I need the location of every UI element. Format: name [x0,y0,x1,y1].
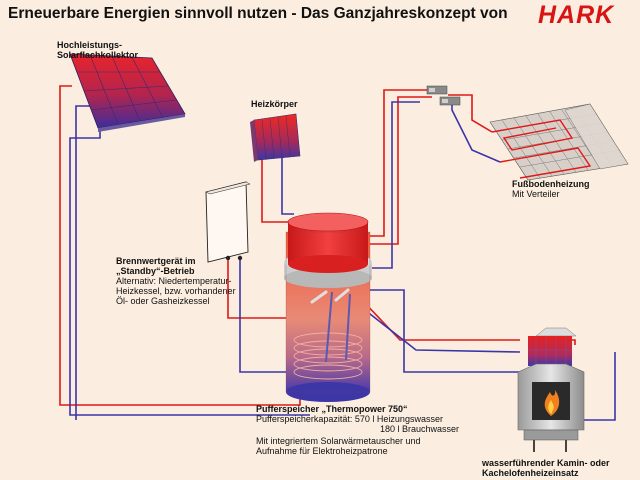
page-title: Erneuerbare Energien sinnvoll nutzen - D… [8,5,508,22]
buffer-tank-desc-2: Aufnahme für Elektroheizpatrone [256,446,388,456]
floor-heating [489,103,629,181]
buffer-tank-title: Pufferspeicher „Thermopower 750“ [256,404,408,414]
solar-collector-title-2: Solarflachkollektor [57,50,139,60]
buffer-tank-desc-1: Mit integriertem Solarwärmetauscher und [256,436,421,446]
brand-logo: HARK [538,1,615,29]
fireplace-insert [517,327,585,452]
buffer-tank [284,212,372,402]
condensing-boiler [205,181,251,263]
radiator [250,113,301,162]
radiator-title: Heizkörper [251,99,298,109]
boiler-desc-2: Heizkessel, bzw. vorhandener [116,286,236,296]
fireplace-title-2: Kachelofenheizeinsatz [482,468,579,478]
fireplace-title-1: wasserführender Kamin- oder [482,458,610,468]
buffer-tank-capacity-label: Pufferspeicherkapazität: [256,414,353,424]
label-boiler: Brennwertgerät im „Standby“-Betrieb Alte… [116,256,236,306]
solar-collector [69,53,186,132]
boiler-desc-3: Öl- oder Gasheizkessel [116,296,210,306]
label-solar-collector: Hochleistungs- Solarflachkollektor [57,40,138,60]
floor-heating-title: Fußbodenheizung [512,179,590,189]
boiler-desc-1: Alternativ: Niedertemperatur- [116,276,232,286]
label-floor-heating: Fußbodenheizung Mit Verteiler [512,179,589,199]
buffer-tank-heating-water: 570 l Heizungswasser [354,414,443,424]
solar-collector-title-1: Hochleistungs- [57,40,123,50]
buffer-tank-service-water: 180 l Brauchwasser [380,424,460,434]
floor-heating-sub: Mit Verteiler [512,189,560,199]
pipes-cold [69,101,616,421]
floor-heating-distributor [426,85,461,106]
boiler-title-2: „Standby“-Betrieb [116,266,195,276]
label-buffer-tank: Pufferspeicher „Thermopower 750“ Puffers… [256,404,459,456]
label-radiator: Heizkörper [251,99,298,109]
label-fireplace: wasserführender Kamin- oder Kachelofenhe… [482,458,610,478]
boiler-title-1: Brennwertgerät im [116,256,196,266]
